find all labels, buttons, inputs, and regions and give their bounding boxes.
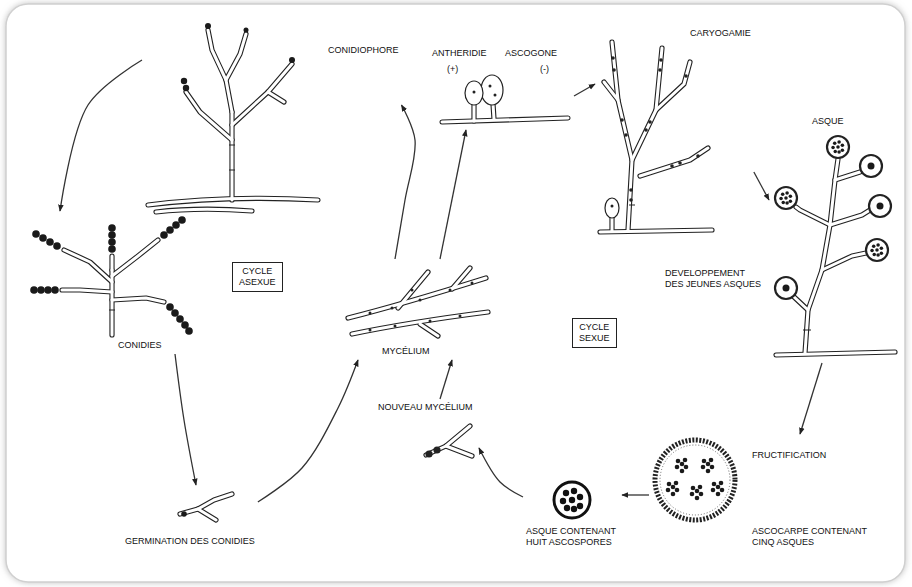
stage-figure: ANTHERIDIE (+) ASCOGONE (-) <box>429 45 574 130</box>
stage-label: (-) <box>540 64 549 75</box>
cycle-label: CYCLE SEXUE <box>579 322 610 344</box>
cycle-arrow <box>395 105 415 259</box>
cycle-arrow <box>574 84 595 96</box>
stage-figure: MYCÉLIUM <box>342 259 494 360</box>
cycle-arrow <box>440 130 466 259</box>
stage-figure: ASQUE <box>769 113 899 363</box>
stage-figure: CONIDIOPHORE <box>142 11 402 218</box>
stage-label: ANTHERIDIE <box>432 48 487 59</box>
stage-figure: FRUCTIFICATION ASCOCARPE CONTENANT CINQ A… <box>649 434 873 551</box>
cycle-arrow <box>440 360 452 399</box>
stage-label: FRUCTIFICATION <box>752 450 826 461</box>
stage-label: ASCOGONE <box>505 48 557 59</box>
stage-figure: GERMINATION DES CONIDIES <box>122 485 258 550</box>
stage-figure: ASQUE CONTENANT HUIT ASCOSPORES <box>523 477 622 551</box>
cycle-arrow <box>479 448 523 497</box>
cycle-arrow <box>754 172 769 200</box>
stage-label: MYCÉLIUM <box>382 346 430 357</box>
young-ascus <box>775 136 891 299</box>
ascocarp <box>655 440 735 520</box>
stage-label: ASQUE CONTENANT HUIT ASCOSPORES <box>526 526 619 548</box>
stage-caption: DEVELOPPEMENT DES JEUNES ASQUES <box>665 268 764 290</box>
stage-label: CONIDIOPHORE <box>328 45 399 56</box>
cycle-arrow <box>622 494 649 495</box>
mature-ascus <box>554 482 590 518</box>
hypha-lumen <box>62 30 895 520</box>
cycle-box: CYCLE SEXUE <box>572 318 617 348</box>
stage-label: (+) <box>447 64 458 75</box>
cycle-arrow <box>258 360 358 502</box>
gametangium <box>465 75 619 218</box>
cycle-box: CYCLE ASEXUE <box>232 262 283 292</box>
cycle-label: CYCLE ASEXUE <box>239 266 276 288</box>
cycle-arrow <box>175 354 196 485</box>
nucleus <box>369 56 700 457</box>
stage-figure: NOUVEAU MYCÉLIUM <box>375 399 479 465</box>
stage-label: CARYOGAMIE <box>690 28 751 39</box>
cycle-arrow <box>800 363 822 434</box>
stage-label: GERMINATION DES CONIDIES <box>125 536 255 547</box>
frame <box>6 4 905 582</box>
hypha-outline <box>62 30 895 520</box>
stage-label: ASQUE <box>812 116 844 127</box>
conidium <box>30 23 295 517</box>
stage-label: CONIDIES <box>118 340 162 351</box>
stage-label: ASCOCARPE CONTENANT CINQ ASQUES <box>752 526 870 548</box>
stage-figure: CARYOGAMIE <box>595 25 754 240</box>
stage-figure: CONIDIES <box>25 211 197 354</box>
cycle-arrow <box>60 60 142 211</box>
gametangium-nucleus <box>473 85 614 208</box>
septum <box>109 145 811 330</box>
stage-label: NOUVEAU MYCÉLIUM <box>378 402 473 413</box>
